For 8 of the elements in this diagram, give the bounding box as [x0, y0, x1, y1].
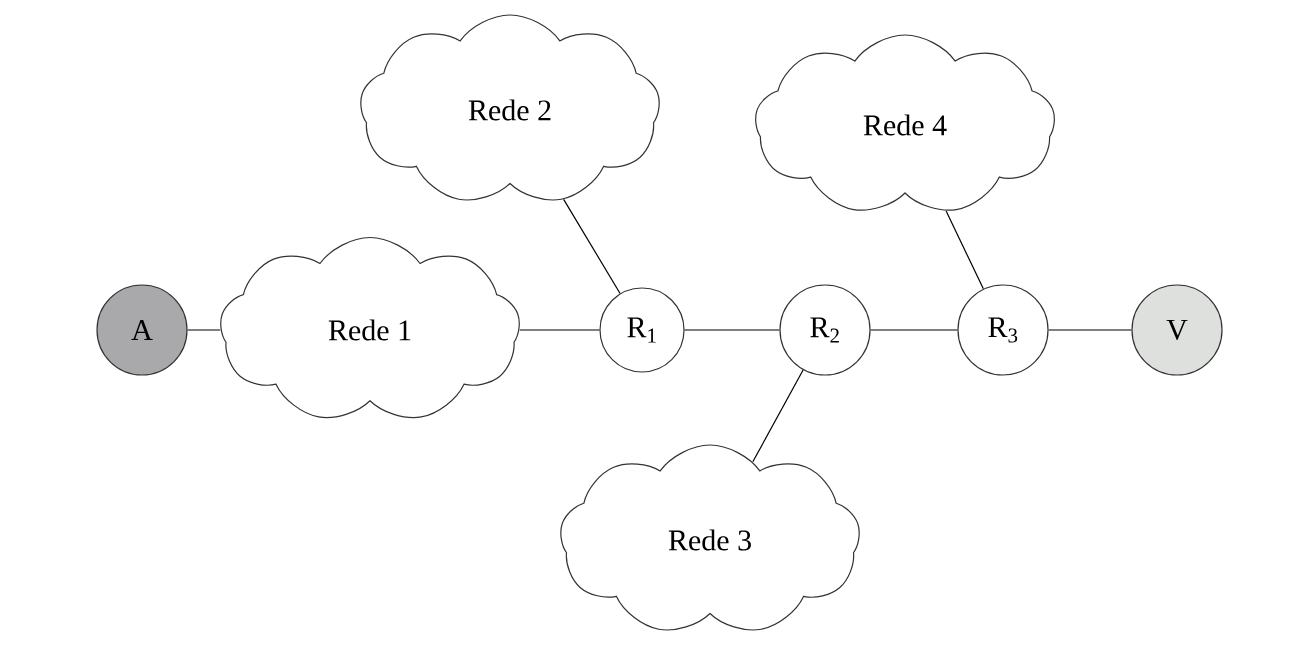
- connector-line: [1048, 329, 1132, 331]
- connector-line: [563, 198, 621, 295]
- connector-line: [187, 329, 221, 331]
- connector-line: [945, 210, 984, 290]
- connector-line: [870, 329, 958, 331]
- connector-line: [519, 329, 600, 331]
- connector-line: [752, 369, 804, 463]
- connector-line: [684, 329, 780, 331]
